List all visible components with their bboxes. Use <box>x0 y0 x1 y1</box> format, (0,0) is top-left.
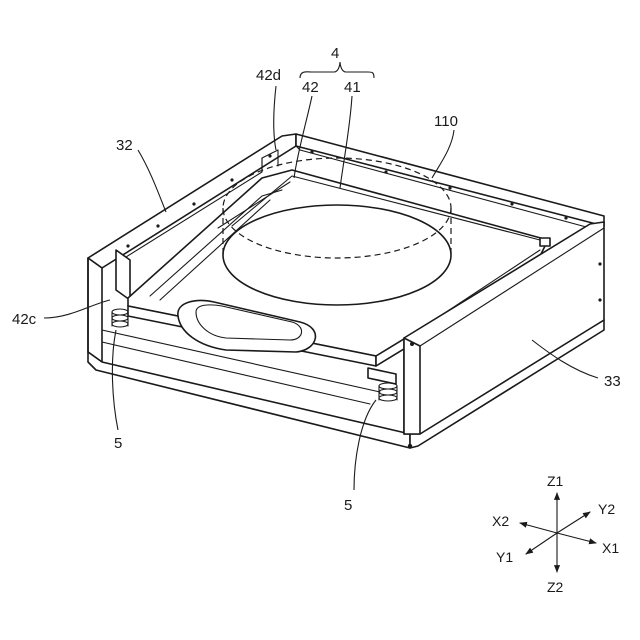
axis-label-y2: Y2 <box>598 501 615 517</box>
coordinate-axes: Z1 Z2 X1 X2 Y2 Y1 <box>492 473 619 595</box>
axis-label-z1: Z1 <box>547 473 564 489</box>
axis-label-z2: Z2 <box>547 579 564 595</box>
spring-5-right <box>368 368 397 401</box>
label-4: 4 <box>331 45 339 62</box>
label-42: 42 <box>302 79 319 96</box>
label-42d: 42d <box>256 67 281 84</box>
label-33: 33 <box>604 373 621 390</box>
axis-label-x2: X2 <box>492 513 509 529</box>
axis-label-x1: X1 <box>602 540 619 556</box>
label-110: 110 <box>434 113 458 130</box>
label-42c: 42c <box>12 311 37 328</box>
label-32: 32 <box>116 137 133 154</box>
frame-left-wall <box>88 250 130 362</box>
axis-label-y1: Y1 <box>496 549 513 565</box>
spring-5-left <box>112 309 128 327</box>
label-41: 41 <box>344 79 361 96</box>
label-5-right: 5 <box>344 497 352 514</box>
label-5-left: 5 <box>114 435 122 452</box>
